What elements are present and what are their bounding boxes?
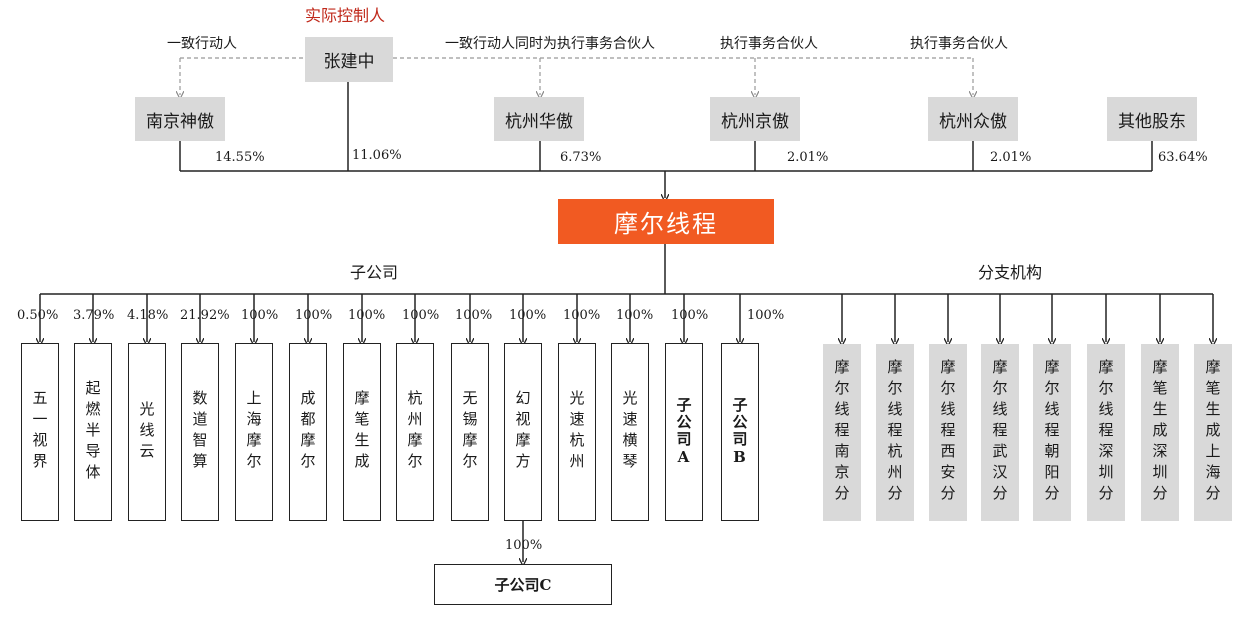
- branch-box: 摩尔线程西安分: [929, 344, 967, 521]
- shareholder-hangzhou-huaao: 杭州华傲: [494, 97, 584, 141]
- subsidiary-box: 数道智算: [181, 343, 219, 521]
- branch-box: 摩尔线程深圳分: [1087, 344, 1125, 521]
- branch-box: 摩笔生成上海分: [1194, 344, 1232, 521]
- shareholder-hangzhou-zhongao: 杭州众傲: [928, 97, 1018, 141]
- shareholder-nanjing-shenao: 南京神傲: [135, 97, 225, 141]
- shareholder-hangzhou-jingao: 杭州京傲: [710, 97, 800, 141]
- branch-box: 摩尔线程朝阳分: [1033, 344, 1071, 521]
- pct-sub-6: 100%: [295, 308, 333, 323]
- subsidiary-c-box: 子公司C: [434, 564, 612, 605]
- pct-sub-sub: 100%: [505, 538, 543, 553]
- subsidiary-box: 子公司A: [665, 343, 703, 521]
- subsidiary-box: 光线云: [128, 343, 166, 521]
- relation-label-jingao: 执行事务合伙人: [720, 36, 818, 52]
- subsidiary-lines: [40, 244, 1213, 562]
- pct-sub-11: 100%: [563, 308, 601, 323]
- subsidiary-box: 起燃半导体: [74, 343, 112, 521]
- subsidiary-box: 子公司B: [721, 343, 759, 521]
- subsidiary-box: 杭州摩尔: [396, 343, 434, 521]
- pct-others: 63.64%: [1158, 150, 1208, 165]
- pct-zhang-jianzhong: 11.06%: [352, 148, 402, 163]
- branch-box: 摩尔线程杭州分: [876, 344, 914, 521]
- pct-hangzhou-zhongao: 2.01%: [990, 150, 1032, 165]
- relation-label-huaao: 一致行动人同时为执行事务合伙人: [445, 36, 655, 52]
- pct-sub-14: 100%: [747, 308, 785, 323]
- pct-nanjing-shenao: 14.55%: [215, 150, 265, 165]
- pct-hangzhou-jingao: 2.01%: [787, 150, 829, 165]
- pct-sub-9: 100%: [455, 308, 493, 323]
- pct-sub-12: 100%: [616, 308, 654, 323]
- controller-box: 张建中: [305, 37, 393, 82]
- subsidiary-box: 无锡摩尔: [451, 343, 489, 521]
- branch-box: 摩笔生成深圳分: [1141, 344, 1179, 521]
- relation-label-nanjing: 一致行动人: [167, 36, 237, 52]
- pct-sub-3: 4.18%: [127, 308, 169, 323]
- pct-sub-13: 100%: [671, 308, 709, 323]
- pct-sub-10: 100%: [509, 308, 547, 323]
- branch-box: 摩尔线程南京分: [823, 344, 861, 521]
- branches-title: 分支机构: [978, 263, 1043, 282]
- pct-sub-1: 0.50%: [17, 308, 59, 323]
- shareholding-lines: [179, 82, 1153, 198]
- pct-sub-5: 100%: [241, 308, 279, 323]
- subsidiaries-title: 子公司: [350, 263, 399, 282]
- subsidiary-box: 成都摩尔: [289, 343, 327, 521]
- control-dashed-lines: [180, 57, 973, 95]
- pct-sub-7: 100%: [348, 308, 386, 323]
- subsidiary-box: 光速杭州: [558, 343, 596, 521]
- subsidiary-box: 光速横琴: [611, 343, 649, 521]
- actual-controller-label: 实际控制人: [305, 6, 386, 25]
- shareholder-others: 其他股东: [1107, 97, 1197, 141]
- branch-box: 摩尔线程武汉分: [981, 344, 1019, 521]
- company-moore-threads: 摩尔线程: [558, 199, 774, 244]
- pct-sub-2: 3.79%: [73, 308, 115, 323]
- subsidiary-box: 摩笔生成: [343, 343, 381, 521]
- pct-sub-4: 21.92%: [180, 308, 230, 323]
- subsidiary-box: 上海摩尔: [235, 343, 273, 521]
- pct-sub-8: 100%: [402, 308, 440, 323]
- subsidiary-box: 幻视摩方: [504, 343, 542, 521]
- pct-hangzhou-huaao: 6.73%: [560, 150, 602, 165]
- relation-label-zhongao: 执行事务合伙人: [910, 36, 1008, 52]
- subsidiary-box: 五一视界: [21, 343, 59, 521]
